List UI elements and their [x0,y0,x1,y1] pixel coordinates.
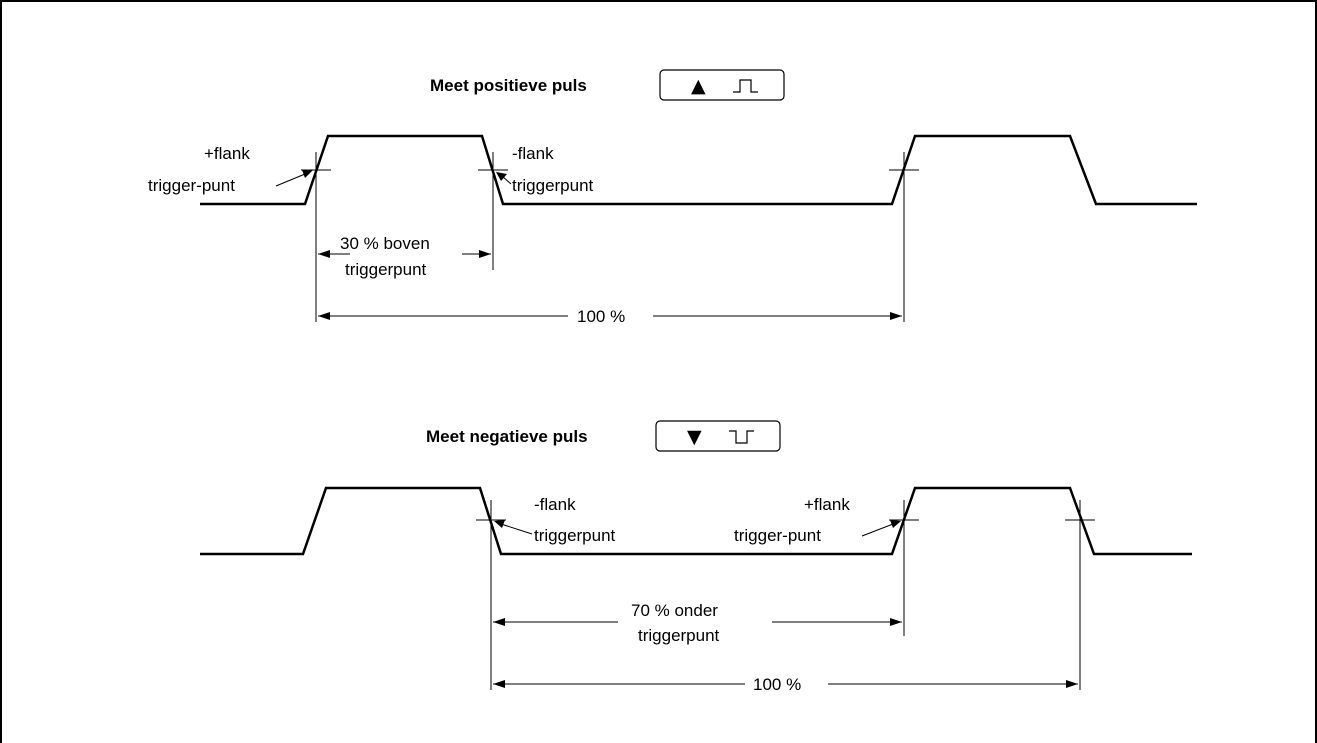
negative-duty-dimension [493,618,902,626]
negative-rise-leader-arrow [890,520,901,528]
negative-rise-label-line2: trigger-punt [734,526,821,545]
negative-fall-leader-arrow [494,520,505,528]
negative-next-fall-trigger-marker [1065,500,1095,690]
positive-rise-label-line1: +flank [204,144,250,163]
negative-waveform [200,486,1192,556]
negative-rise-label-line1: +flank [804,495,850,514]
positive-rise-leader-arrow [302,170,313,178]
negative-fall-label-line1: -flank [534,495,576,514]
positive-waveform [200,134,1197,206]
positive-fall-label-line1: -flank [512,144,554,163]
positive-period-dimension [318,312,902,320]
triangle-up-icon: ▲ [691,75,706,97]
negative-duty-label-line1: 70 % onder [631,601,718,620]
positive-pulse-button[interactable]: ▲ [659,69,785,101]
positive-pulse-icon [733,79,758,93]
positive-fall-trigger-marker [478,152,508,270]
negative-pulse-button[interactable]: ▼ [655,420,781,452]
positive-next-rise-trigger-marker [889,152,919,322]
triangle-down-icon: ▼ [687,426,702,448]
positive-duty-label-line1: 30 % boven [340,234,430,253]
negative-heading: Meet negatieve puls [426,427,588,446]
negative-period-dimension [493,680,1078,688]
positive-rise-label-line2: trigger-punt [148,176,235,195]
positive-heading: Meet positieve puls [430,76,587,95]
positive-duty-label-line2: triggerpunt [345,260,427,279]
negative-rise-trigger-marker [889,500,919,636]
negative-pulse-icon [729,430,754,444]
positive-duty-dimension [318,250,491,258]
negative-duty-label-line2: triggerpunt [638,626,720,645]
positive-fall-leader-arrow [496,172,507,181]
positive-fall-label-line2: triggerpunt [512,176,594,195]
negative-fall-trigger-marker [476,500,506,690]
negative-fall-label-line2: triggerpunt [534,526,616,545]
positive-period-label: 100 % [577,307,625,326]
negative-period-label: 100 % [753,675,801,694]
